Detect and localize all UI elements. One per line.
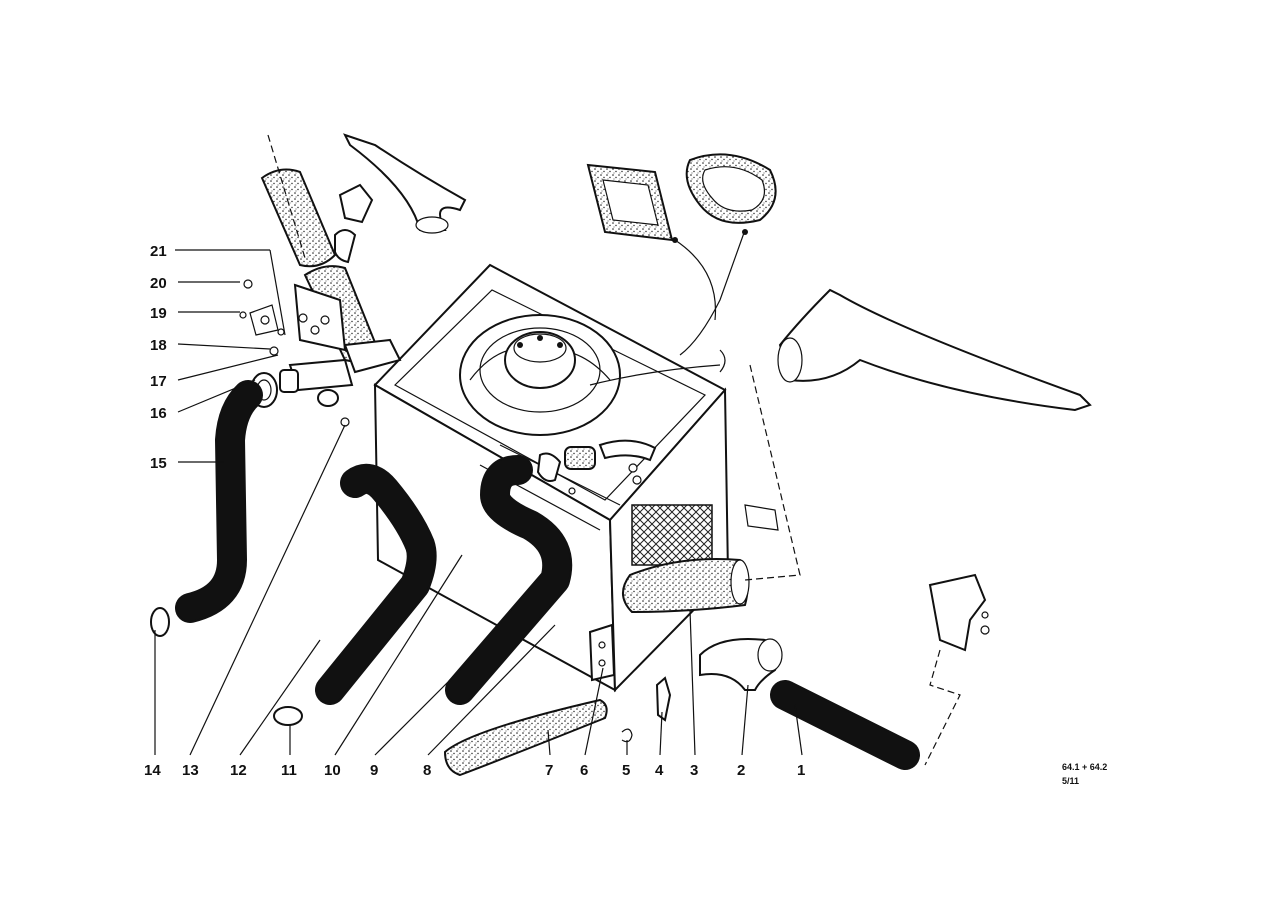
callout-2: 2 [737,762,745,779]
reference-code-text: 64.1 + 64.2 [1062,762,1107,772]
control-cable [589,229,748,386]
hose-15 [175,380,263,623]
water-valve-bracket [293,283,347,352]
callout-1: 1 [797,762,805,779]
assembly-guides [267,134,961,766]
callout-7: 7 [545,762,553,779]
upper-hose-pipes [260,168,402,392]
callout-11: 11 [281,762,297,779]
callout-16: 16 [150,405,167,422]
callout-3: 3 [690,762,698,779]
elbow-2 [699,638,783,691]
clamp-11 [273,706,303,726]
callout-5: 5 [622,762,630,779]
hose-7 [443,698,608,777]
callout-17: 17 [150,373,167,390]
callout-9: 9 [370,762,378,779]
callout-18: 18 [150,337,167,354]
callout-6: 6 [580,762,588,779]
reference-sheet-text: 5/11 [1062,776,1079,786]
left-air-duct-top [343,133,467,234]
callout-12: 12 [230,762,247,779]
hose-fittings-center [536,439,657,495]
callout-21: 21 [150,243,167,260]
callout-15: 15 [150,455,167,472]
mounting-bracket-top [338,183,374,224]
foam-seal-oval [685,153,777,224]
callout-labels: 21 20 19 18 17 16 15 14 13 12 11 10 9 8 … [144,243,805,779]
callout-14: 14 [144,762,161,779]
foam-seal-rectangular [586,163,674,242]
heater-grille [631,504,713,566]
callout-10: 10 [324,762,341,779]
leader-lines [154,249,803,756]
hose-3 [622,558,750,614]
lower-bracket-6 [588,623,616,682]
clamp-14 [150,607,170,637]
right-air-duct [777,288,1092,412]
hose-1 [770,680,920,770]
clip-4 [655,676,672,722]
right-bracket [928,573,990,652]
hose-9 [445,455,573,705]
blower-fan [459,314,621,436]
callout-19: 19 [150,305,167,322]
callout-20: 20 [150,275,167,292]
callout-8: 8 [423,762,431,779]
reference-code: 64.1 + 64.2 5/11 [1062,762,1107,786]
clip-5 [621,728,633,743]
callout-4: 4 [655,762,664,779]
hose-12 [315,463,437,705]
callout-13: 13 [182,762,199,779]
small-gasket [744,504,779,531]
